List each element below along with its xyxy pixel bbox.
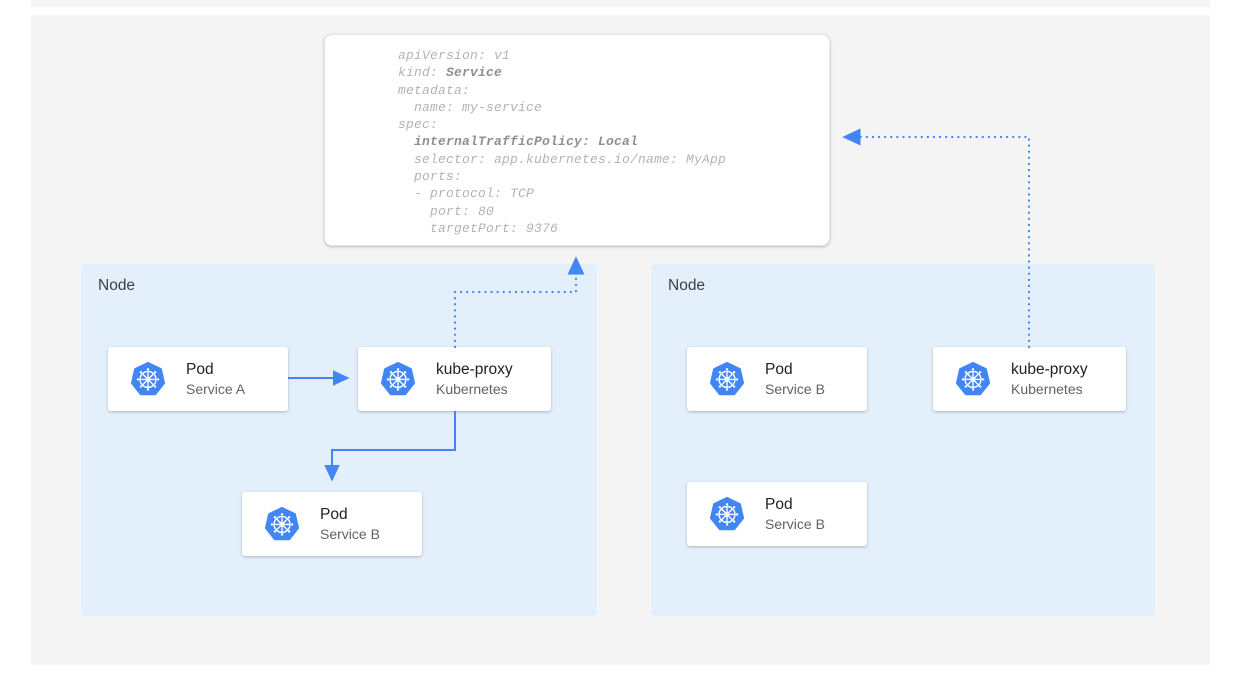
kubernetes-icon	[952, 358, 994, 400]
code-emphasis: Service	[446, 65, 503, 81]
card-text: Pod Service B	[765, 360, 825, 399]
kubernetes-icon	[709, 361, 745, 396]
code-line: port: 80	[398, 203, 495, 219]
kubernetes-icon	[706, 493, 748, 535]
code-line: selector: app.kubernetes.io/name: MyApp	[398, 151, 727, 167]
card-text: Pod Service B	[765, 495, 825, 534]
card-text: Pod Service B	[320, 505, 380, 544]
top-band	[31, 0, 1210, 7]
node-panel-right: Node	[651, 264, 1155, 616]
code-line: metadata:	[398, 82, 471, 98]
card-subtitle: Service B	[320, 525, 380, 542]
kubernetes-icon	[127, 358, 169, 400]
card-title: kube-proxy	[436, 360, 513, 378]
code-line: name: my-service	[398, 99, 543, 115]
card-pod-service-b-right-top[interactable]: Pod Service B	[687, 347, 867, 411]
card-subtitle: Service B	[765, 515, 825, 532]
card-subtitle: Kubernetes	[1011, 380, 1083, 397]
node-panel-left: Node	[81, 264, 597, 616]
card-pod-service-b-left[interactable]: Pod Service B	[242, 492, 422, 556]
code-line: spec:	[398, 117, 439, 133]
card-pod-service-a[interactable]: Pod Service A	[108, 347, 288, 411]
card-subtitle: Service B	[765, 380, 825, 397]
card-subtitle: Service A	[186, 380, 246, 397]
kubernetes-icon	[377, 358, 419, 400]
kubernetes-icon	[130, 361, 166, 396]
card-title: Pod	[186, 360, 214, 378]
kubernetes-icon	[706, 358, 748, 400]
card-text: kube-proxy Kubernetes	[436, 360, 513, 399]
kubernetes-icon	[264, 506, 300, 541]
code-line: - protocol: TCP	[398, 186, 535, 202]
kubernetes-icon	[261, 503, 303, 545]
card-title: Pod	[320, 505, 348, 523]
card-title: kube-proxy	[1011, 360, 1088, 378]
code-emphasis: internalTrafficPolicy: Local	[414, 134, 639, 150]
card-subtitle: Kubernetes	[436, 380, 508, 397]
code-line: internalTrafficPolicy: Local	[398, 133, 726, 150]
card-title: Pod	[765, 495, 793, 513]
card-kube-proxy-left[interactable]: kube-proxy Kubernetes	[358, 347, 551, 411]
code-line: ports:	[398, 169, 463, 185]
card-text: kube-proxy Kubernetes	[1011, 360, 1088, 399]
node-label-right: Node	[668, 277, 706, 294]
node-label-left: Node	[98, 277, 136, 294]
card-kube-proxy-right[interactable]: kube-proxy Kubernetes	[933, 347, 1126, 411]
kubernetes-icon	[380, 361, 416, 396]
kubernetes-icon	[955, 361, 991, 396]
code-line: kind: Service	[398, 65, 503, 81]
card-title: Pod	[765, 360, 793, 378]
card-pod-service-b-right-bottom[interactable]: Pod Service B	[687, 482, 867, 546]
card-text: Pod Service A	[186, 360, 245, 399]
code-line: targetPort: 9376	[398, 220, 559, 236]
code-line: apiVersion: v1	[398, 48, 511, 63]
kubernetes-icon	[709, 496, 745, 531]
